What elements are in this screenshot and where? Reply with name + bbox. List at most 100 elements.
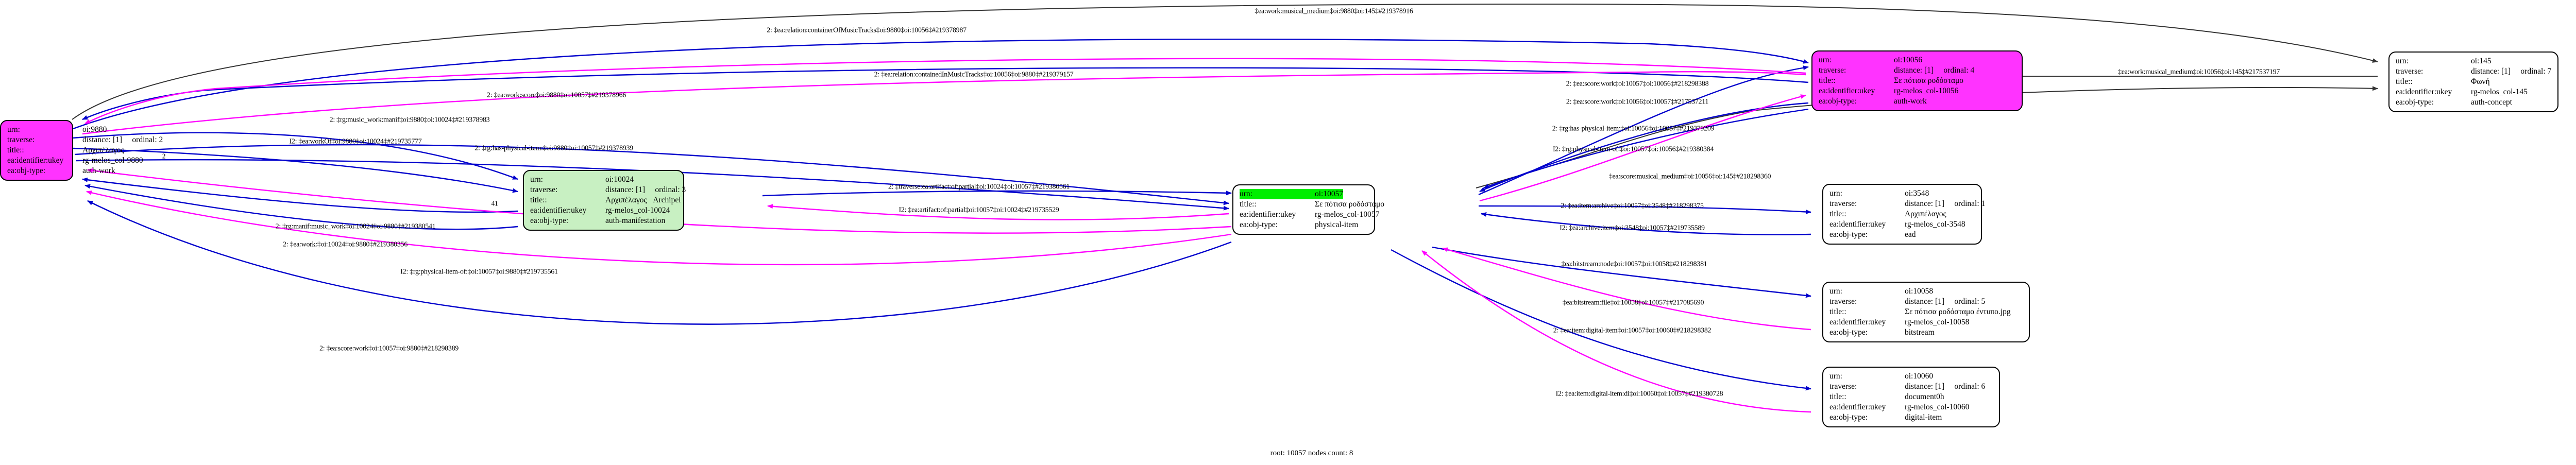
edge-label-score-work-10056-10057: 2: ‡ea:score:work‡oi:10056‡oi:10057‡#217… bbox=[1566, 98, 1709, 106]
node-oi-10060[interactable]: urn:oi:10060 traverse:distance: [1] ordi… bbox=[1822, 367, 2000, 427]
node-key: traverse: bbox=[1819, 66, 1846, 75]
node-row: urn: oi:145 bbox=[2396, 56, 2551, 66]
node-value: distance: [1] ordinal: 5 bbox=[1905, 297, 1986, 306]
edge-label-containerOfMusicTracks: 2: ‡ea:relation:containerOfMusicTracks‡o… bbox=[767, 26, 967, 35]
node-key: title:: bbox=[1829, 210, 1846, 218]
edge-manif-music-10024-9880 bbox=[82, 177, 518, 213]
edge-label-archive-item-3548-10057: I2: ‡ea:archive:item‡oi:3548‡oi:10057‡#2… bbox=[1560, 224, 1705, 232]
node-row: ea:obj-type:ead bbox=[1829, 230, 1975, 240]
edge-label-traverse-artifact-partial-10024-10057: 2: ‡traverse:ea:artifact:of:partial‡oi:1… bbox=[888, 183, 1070, 191]
node-value: digital-item bbox=[1905, 413, 1942, 422]
node-row: urn:oi:9880 bbox=[7, 125, 107, 135]
node-value: oi:9880 bbox=[82, 125, 107, 134]
node-key: ea:obj-type: bbox=[2396, 98, 2434, 107]
node-value: oi:10024 bbox=[605, 175, 634, 184]
edge-containedInMusicTracks bbox=[84, 58, 1806, 125]
node-value: physical-item bbox=[1315, 220, 1359, 229]
node-value: distance: [1] ordinal: 7 bbox=[2471, 67, 2552, 76]
node-value: Σε πότισα ροδόσταμο bbox=[1894, 76, 1964, 85]
node-key: traverse: bbox=[1829, 382, 1857, 391]
node-row: traverse:distance: [1] ordinal: 2 bbox=[7, 135, 163, 145]
node-key: traverse: bbox=[530, 185, 558, 194]
node-value: rg-melos_col-9880 bbox=[82, 156, 143, 165]
edge-label-workOf-9880-10024: I2: ‡ea:workOf‡oi:9880‡oi:10024‡#2197357… bbox=[289, 137, 422, 146]
node-key: ea:obj-type: bbox=[1819, 97, 1857, 106]
node-key: ea:identifier:ukey bbox=[2396, 88, 2452, 96]
node-value: auth-concept bbox=[2471, 98, 2513, 107]
edge-item-digital-10057-10060 bbox=[1391, 249, 1811, 391]
node-key: ea:identifier:ukey bbox=[7, 156, 64, 165]
node-key: ea:obj-type: bbox=[1240, 220, 1278, 229]
node-value: oi:145 bbox=[2471, 57, 2492, 65]
edge-label-work-musical-medium-9880-145: ‡ea:work:musical_medium‡oi:9880‡oi:145‡#… bbox=[1255, 7, 1413, 15]
node-value: oi:10057 bbox=[1315, 189, 1344, 199]
node-oi-10057-root[interactable]: urn:oi:10057 title::Σε πότισα ροδόσταμο … bbox=[1232, 184, 1384, 235]
node-value: Αρχιπέλαγος bbox=[1905, 210, 1946, 218]
node-key: title:: bbox=[7, 146, 24, 154]
node-key: traverse: bbox=[1829, 297, 1857, 306]
node-key: ea:identifier:ukey bbox=[530, 206, 587, 215]
edge-workOf-9880-10024 bbox=[72, 147, 518, 193]
node-value: auth-work bbox=[82, 166, 115, 175]
edge-label-artifact-partial-10057-10024: I2: ‡ea:artifact:of:partial‡oi:10057‡oi:… bbox=[899, 206, 1059, 214]
edge-label-work-10024-9880: 2: ‡ea:work:‡oi:10024‡oi:9880‡#219380356 bbox=[283, 240, 408, 249]
node-value: oi:10060 bbox=[1905, 372, 1934, 381]
edge-label-containedInMusicTracks: 2: ‡ea:relation:containedInMusicTracks‡o… bbox=[874, 71, 1074, 79]
edge-label-physical-item-of-10057-10056: I2: ‡rg:physical-item-of:‡oi:10057‡oi:10… bbox=[1552, 145, 1714, 153]
edge-label-count-2: 2 bbox=[162, 152, 166, 160]
node-row-highlighted: urn:oi:10057 bbox=[1240, 189, 1368, 199]
node-oi-145[interactable]: urn:oi:145 traverse:distance: [1] ordina… bbox=[2388, 51, 2558, 112]
node-row: title::Αρχιπέλαγος bbox=[1829, 209, 1975, 219]
node-value: rg-melos_col-145 bbox=[2471, 88, 2528, 96]
node-key: ea:identifier:ukey bbox=[1829, 220, 1886, 229]
node-key: urn: bbox=[1829, 189, 1842, 198]
node-row: ea:obj-type: physical-item bbox=[1240, 220, 1368, 230]
edge-containerOfMusicTracks bbox=[73, 38, 1809, 130]
node-value: oi:3548 bbox=[1905, 189, 1929, 198]
node-row: title::Αρχιπέλαγος bbox=[7, 145, 124, 156]
node-row: traverse: distance: [1] ordinal: 6 bbox=[1829, 382, 1993, 392]
edge-label-bitstream-node-10057-10058: ‡ea:bitstream:node‡oi:10057‡oi:10058‡#21… bbox=[1561, 260, 1707, 268]
node-value: rg-melos_col-10024 bbox=[605, 206, 670, 215]
node-oi-9880[interactable]: urn:oi:9880 traverse:distance: [1] ordin… bbox=[0, 120, 163, 181]
node-value: distance: [1] ordinal: 6 bbox=[1905, 382, 1986, 391]
node-row: ea:obj-type:bitstream bbox=[1829, 328, 2023, 338]
node-key: title:: bbox=[1240, 200, 1257, 209]
node-oi-10056[interactable]: urn:oi:10056 traverse:distance: [1] ordi… bbox=[1811, 50, 2023, 111]
node-key: ea:identifier:ukey bbox=[1819, 87, 1875, 95]
node-value: rg-melos_col-10056 bbox=[1894, 87, 1959, 95]
node-value: distance: [1] ordinal: 2 bbox=[82, 135, 163, 144]
graph-footer: root: 10057 nodes count: 8 bbox=[1270, 449, 1353, 457]
node-value: ead bbox=[1905, 230, 1916, 239]
edge-label-item-digital-item-di-10060-10057: I2: ‡ea:item:digital-item:di‡oi:10060‡oi… bbox=[1555, 390, 1723, 398]
edge-label-item-archive-10057-3548: 2: ‡ea:item:archive‡oi:10057‡oi:3548‡#21… bbox=[1561, 202, 1704, 210]
node-value: Αρχιπέλαγος bbox=[82, 146, 124, 154]
edges-black bbox=[72, 3, 2378, 188]
node-key: title:: bbox=[530, 196, 547, 204]
node-row: traverse:distance: [1] ordinal: 3 bbox=[530, 185, 686, 195]
node-row: title::Αρχιπέλαγος Archipel bbox=[530, 195, 681, 205]
node-key: ea:identifier:ukey bbox=[1829, 318, 1886, 326]
node-oi-10058[interactable]: urn:oi:10058 traverse: distance: [1] ordi… bbox=[1822, 282, 2030, 342]
node-key: urn: bbox=[530, 175, 543, 184]
node-row: ea:obj-type:auth-work bbox=[1819, 96, 2015, 107]
edge-label-has-physical-item-9880-10057: 2: ‡rg:has-physical-item:‡oi:9880‡oi:100… bbox=[474, 144, 633, 152]
node-value: rg-melos_col-3548 bbox=[1905, 220, 1965, 229]
node-key: traverse: bbox=[1829, 199, 1857, 208]
edge-label-count-41: 41 bbox=[491, 199, 498, 208]
node-key: ea:obj-type: bbox=[1829, 413, 1868, 422]
node-value: Σε πότισα ροδόσταμο έντυπο.jpg bbox=[1905, 307, 2011, 316]
edge-label-score-work-10057-10056: 2: ‡ea:score:work‡oi:10057‡oi:10056‡#218… bbox=[1566, 80, 1709, 88]
node-row: urn:oi:10058 bbox=[1829, 286, 2023, 297]
node-row: ea:obj-type: digital-item bbox=[1829, 412, 1993, 423]
node-oi-10024[interactable]: urn: oi:10024 traverse:distance: [1] ordi… bbox=[523, 170, 686, 231]
node-oi-3548[interactable]: urn:oi:3548 traverse:distance: [1] ordin… bbox=[1822, 184, 1985, 245]
edge-label-physical-item-of-10057-9880: I2: ‡rg:physical-item-of:‡oi:10057‡oi:98… bbox=[400, 268, 558, 276]
node-key: urn: bbox=[2396, 57, 2409, 65]
edges-magenta bbox=[82, 58, 1811, 413]
node-row: traverse: distance: [1] ordinal: 5 bbox=[1829, 297, 2023, 307]
